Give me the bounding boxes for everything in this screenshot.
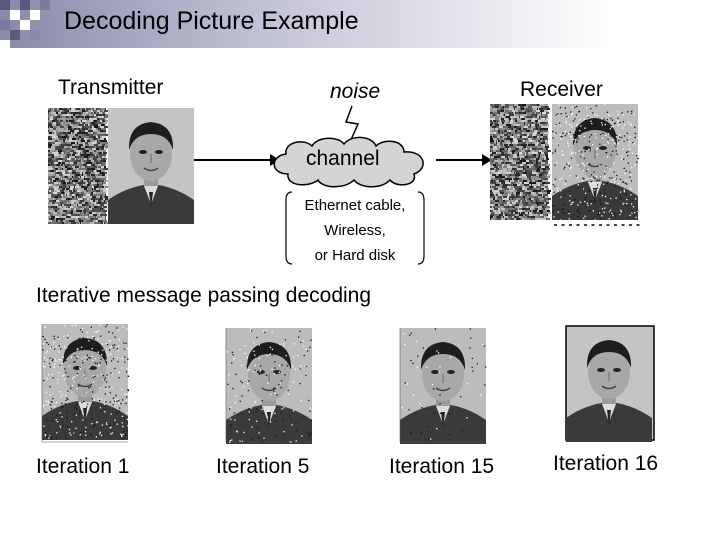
media-ethernet: Ethernet cable,	[304, 197, 406, 214]
noise-squiggle-icon	[344, 105, 360, 143]
receiver-image	[490, 104, 640, 226]
checker-decoration-icon	[0, 0, 50, 50]
arrow-to-receiver	[436, 154, 492, 166]
channel-label: channel	[306, 147, 380, 170]
media-brackets	[285, 191, 425, 265]
receiver-label: Receiver	[520, 78, 603, 101]
decoding-heading: Iterative message passing decoding	[36, 284, 372, 307]
iteration-1-label: Iteration 1	[36, 455, 130, 478]
iteration-5-image	[225, 328, 312, 444]
iteration-15-label: Iteration 15	[389, 455, 495, 478]
media-hard-disk: or Hard disk	[314, 247, 396, 264]
iteration-5-label: Iteration 5	[216, 455, 310, 478]
slide-title: Decoding Picture Example	[64, 7, 359, 35]
channel-cloud	[273, 136, 424, 188]
media-wireless: Wireless,	[324, 222, 386, 239]
transmitter-label: Transmitter	[58, 76, 164, 99]
iteration-16-image	[565, 325, 655, 442]
title-bar	[0, 0, 720, 48]
iteration-15-image	[399, 328, 487, 444]
receiver-barcode	[490, 104, 551, 220]
receiver-face	[552, 104, 639, 221]
noise-label: noise	[330, 80, 381, 103]
transmitter-barcode	[48, 108, 109, 224]
iteration-1-image	[41, 324, 130, 443]
transmitter-face	[108, 108, 194, 224]
iteration-16-label: Iteration 16	[553, 452, 659, 475]
transmitter-image	[48, 108, 194, 224]
